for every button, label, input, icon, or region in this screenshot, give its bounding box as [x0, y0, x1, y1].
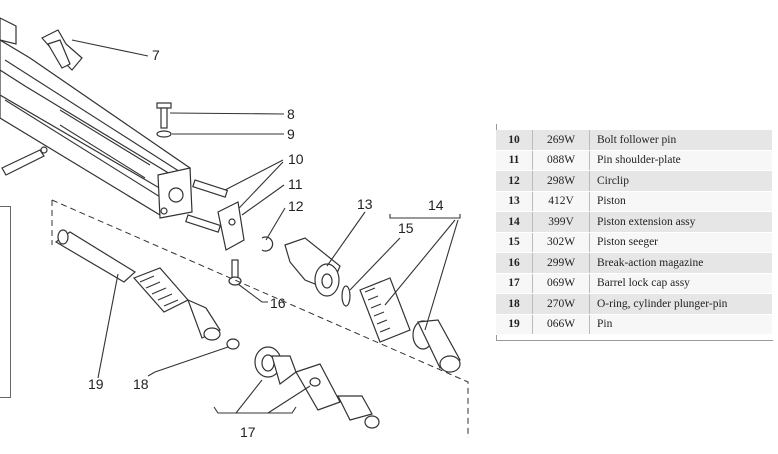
callout-16: 16	[270, 295, 286, 311]
part-19-pin	[54, 229, 136, 283]
part-code: 066W	[532, 314, 590, 335]
part-number: 11	[496, 150, 533, 171]
part-code: 412V	[532, 191, 590, 212]
table-row: 17 069W Barrel lock cap assy	[496, 273, 772, 294]
callout-13: 13	[357, 196, 373, 212]
callout-15: 15	[398, 220, 414, 236]
part-code: 299W	[532, 252, 590, 274]
part-code: 399V	[532, 211, 590, 233]
part-description: Circlip	[589, 170, 772, 192]
table-row: 18 270W O-ring, cylinder plunger-pin	[496, 293, 772, 315]
table-row: 16 299W Break-action magazine	[496, 252, 772, 274]
table-row: 10 269W Bolt follower pin	[496, 130, 772, 151]
part-14-piston-extension	[359, 277, 461, 373]
callout-7: 7	[152, 47, 160, 63]
spring-plunger	[132, 267, 221, 341]
part-number: 10	[496, 130, 533, 151]
part-number: 14	[496, 211, 533, 233]
part-description: O-ring, cylinder plunger-pin	[589, 293, 772, 315]
callout-10: 10	[288, 151, 304, 167]
part-description: Piston	[589, 191, 772, 212]
part-code: 270W	[532, 293, 590, 315]
part-description: Barrel lock cap assy	[589, 273, 772, 294]
part-description: Pin	[589, 314, 772, 335]
callout-18: 18	[133, 376, 149, 392]
table-row: 12 298W Circlip	[496, 170, 772, 192]
part-13-piston	[284, 237, 341, 297]
part-description: Piston seeger	[589, 232, 772, 253]
part-7-catch	[41, 29, 83, 71]
part-code: 269W	[532, 130, 590, 151]
part-8-screw	[156, 102, 172, 129]
part-code: 302W	[532, 232, 590, 253]
part-11-plate	[217, 201, 245, 251]
left-partial-frame	[0, 206, 11, 398]
part-number: 13	[496, 191, 533, 212]
part-number: 17	[496, 273, 533, 294]
receiver-body	[0, 17, 193, 219]
part-10-pins	[185, 179, 229, 233]
part-number: 19	[496, 314, 533, 335]
callout-9: 9	[287, 126, 295, 142]
part-16-magazine	[228, 259, 242, 286]
part-code: 088W	[532, 150, 590, 171]
part-number: 16	[496, 252, 533, 274]
table-row: 13 412V Piston	[496, 191, 772, 212]
part-code: 298W	[532, 170, 590, 192]
callout-11: 11	[288, 176, 303, 192]
part-15-seeger	[341, 285, 351, 307]
part-code: 069W	[532, 273, 590, 294]
callout-14: 14	[428, 197, 444, 213]
part-9-washer	[156, 130, 172, 138]
parts-table: 10 269W Bolt follower pin 11 088W Pin sh…	[496, 130, 772, 335]
part-description: Piston extension assy	[589, 211, 772, 233]
part-description: Break-action magazine	[589, 252, 772, 274]
part-description: Pin shoulder-plate	[589, 150, 772, 171]
part-description: Bolt follower pin	[589, 130, 772, 151]
callout-19: 19	[88, 376, 104, 392]
part-12-circlip	[261, 236, 274, 252]
part-number: 18	[496, 293, 533, 315]
callout-8: 8	[287, 106, 295, 122]
callout-17: 17	[240, 424, 256, 440]
small-pin-left	[1, 146, 48, 176]
callout-12: 12	[288, 198, 304, 214]
table-row: 14 399V Piston extension assy	[496, 211, 772, 233]
part-18-o-ring	[226, 338, 240, 350]
table-row: 11 088W Pin shoulder-plate	[496, 150, 772, 171]
part-number: 15	[496, 232, 533, 253]
part-17-barrel-lock-cap	[254, 346, 380, 429]
table-row: 19 066W Pin	[496, 314, 772, 335]
table-row: 15 302W Piston seeger	[496, 232, 772, 253]
part-number: 12	[496, 170, 533, 192]
